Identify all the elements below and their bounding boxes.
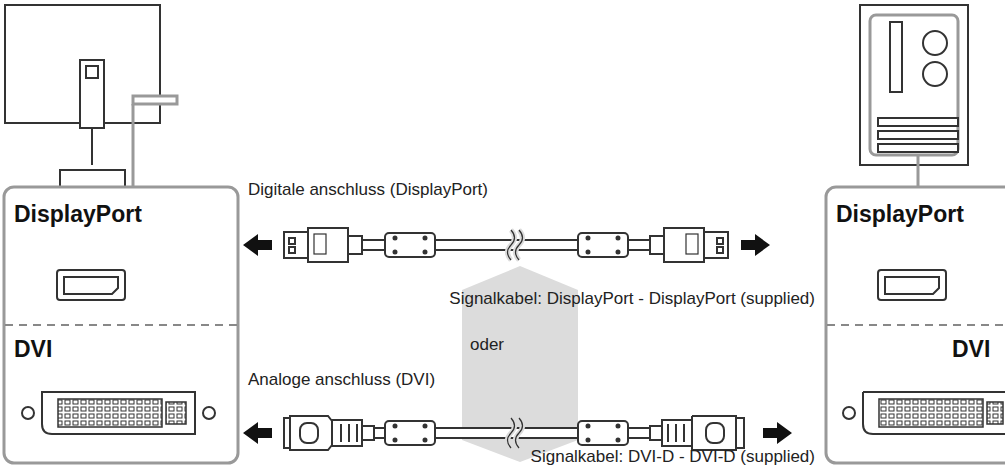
cable-label: Signalkabel: DisplayPort - DisplayPort (… [449, 289, 815, 309]
leader-line [917, 156, 920, 187]
cable-label: Signalkabel: DVI-D - DVI-D (supplied) [531, 447, 815, 467]
pc-tower-icon [860, 5, 968, 165]
connection-type-label: Analoge anschluss (DVI) [248, 370, 435, 390]
monitor-port-panel [4, 187, 238, 463]
cable-break [508, 418, 523, 448]
port-heading: DVI [10, 334, 57, 366]
port-name: DisplayPort [14, 201, 142, 229]
cable-break [508, 418, 523, 448]
monitor-icon [5, 5, 177, 190]
cable-break [508, 230, 523, 260]
divider [5, 324, 237, 326]
port-heading: DisplayPort [832, 199, 968, 231]
connection-type-label: Digitale anschluss (DisplayPort) [248, 180, 488, 200]
port-name: DVI [14, 336, 53, 364]
displayport-cable [284, 228, 728, 262]
port-heading: DVI [948, 334, 995, 366]
port-name: DisplayPort [836, 201, 964, 229]
direction-arrow [243, 234, 792, 444]
leader-line [132, 104, 135, 187]
port-name: DVI [952, 336, 991, 364]
divider [827, 324, 1005, 326]
cable-break [508, 230, 523, 260]
pc-port-panel [826, 187, 1005, 463]
or-label: oder [470, 335, 504, 355]
port-heading: DisplayPort [10, 199, 146, 231]
dvi-cable [284, 416, 744, 450]
